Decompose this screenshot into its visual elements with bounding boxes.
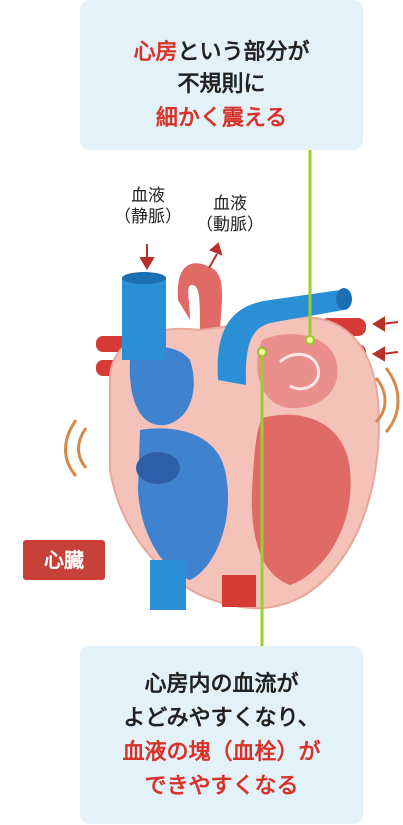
clot-line-3: 血液の塊（血栓）が: [80, 734, 363, 766]
callout-line-3: 細かく震える: [80, 100, 363, 132]
inferior-vena-cava: [150, 560, 186, 610]
clot-line-4: できやすくなる: [80, 768, 363, 800]
aorta: [178, 263, 222, 330]
inflow-arrow-2: [374, 348, 398, 360]
line1-rest: という部分が: [178, 40, 310, 65]
heart-tag: 心臓: [23, 540, 105, 580]
vein-arrow: [141, 244, 153, 268]
left-atrium: [257, 334, 337, 408]
artery-label: 血液 （動脈）: [190, 194, 270, 236]
artery-arrow: [209, 244, 221, 268]
clot-callout: 心房内の血流が よどみやすくなり、 血液の塊（血栓）が できやすくなる: [80, 646, 363, 824]
callout-line-2: 不規則に: [80, 66, 363, 98]
vibration-left: [66, 420, 87, 476]
vein-label: 血液 （静脈）: [108, 186, 188, 228]
atrium-callout: 心房という部分が 不規則に 細かく震える: [80, 0, 363, 150]
clot-line-2: よどみやすくなり、: [80, 700, 363, 732]
highlight-atrium: 心房: [133, 40, 177, 65]
valve-right: [136, 452, 180, 484]
callout-line-1: 心房という部分が: [80, 34, 363, 66]
descending-aorta: [222, 575, 256, 607]
superior-vena-cava: [122, 278, 166, 360]
inflow-arrow-1: [374, 318, 398, 330]
clot-line-1: 心房内の血流が: [80, 666, 363, 698]
